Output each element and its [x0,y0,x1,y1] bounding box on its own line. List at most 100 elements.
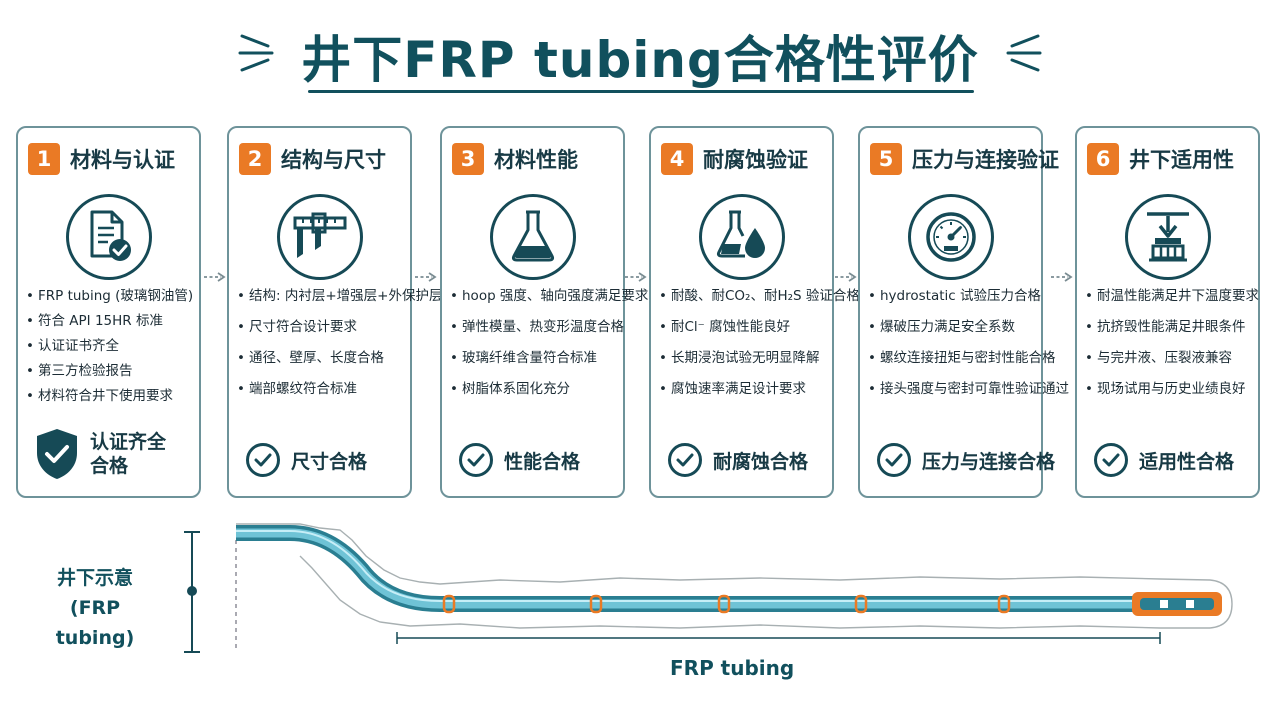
list-item: FRP tubing (玻璃钢油管) [26,288,200,304]
card-title: 井下适用性 [1129,148,1234,172]
criteria-list: FRP tubing (玻璃钢油管) 符合 API 15HR 标准 认证证书齐全… [26,288,200,413]
list-item: 弹性模量、热变形温度合格 [450,319,624,335]
schematic-label: 井下示意 (FRP tubing) [30,563,160,653]
list-item: 材料符合井下使用要求 [26,388,200,404]
shield-check-icon [37,429,77,479]
criteria-list: hydrostatic 试验压力合格 爆破压力满足安全系数 螺纹连接扭矩与密封性… [868,288,1069,412]
schematic-label-line1: 井下示意 [56,567,133,589]
flow-arrow-icon [835,272,857,282]
card-header: 2 结构与尺寸 [239,142,386,176]
card-material-performance: 3 材料性能 hoop 强度、轴向强度满足要求 弹性模量、热变形温度合格 玻璃纤… [440,126,648,498]
result-badge: 性能合格 [458,438,580,482]
tubing-connector [854,594,868,614]
criteria-list: 耐酸、耐CO₂、耐H₂S 验证合格 耐Cl⁻ 腐蚀性能良好 长期浸泡试验无明显降… [659,288,860,412]
list-item: 现场试用与历史业绩良好 [1085,381,1259,397]
document-check-icon [66,194,152,280]
flask-icon [490,194,576,280]
flow-arrow-icon [625,272,647,282]
list-item: 耐Cl⁻ 腐蚀性能良好 [659,319,833,335]
step-number-badge: 5 [870,143,902,175]
result-badge: 耐腐蚀合格 [667,438,808,482]
result-label: 性能合格 [504,450,581,473]
list-item: 耐酸、耐CO₂、耐H₂S 验证合格 [659,288,860,304]
left-burst-decoration-icon [238,34,274,72]
card-header: 3 材料性能 [452,142,578,176]
flow-arrow-icon [204,272,226,282]
card-title: 材料与认证 [70,148,175,172]
result-label: 适用性合格 [1139,450,1235,473]
result-badge: 适用性合格 [1093,438,1234,482]
step-number-badge: 3 [452,143,484,175]
list-item: 爆破压力满足安全系数 [868,319,1042,335]
result-label: 压力与连接合格 [922,450,1056,473]
pressure-gauge-icon [908,194,994,280]
step-number-badge: 2 [239,143,271,175]
check-circle-icon [459,443,493,477]
list-item: 长期浸泡试验无明显降解 [659,350,833,366]
header: 井下FRP tubing合格性评价 [0,12,1280,102]
list-item: hydrostatic 试验压力合格 [868,288,1042,304]
tubing-connector [589,594,603,614]
check-circle-icon [668,443,702,477]
tubing-connector [717,594,731,614]
step-number-badge: 4 [661,143,693,175]
tubing-connector [997,594,1011,614]
step-number-badge: 6 [1087,143,1119,175]
result-label: 尺寸合格 [291,450,368,473]
result-label: 认证齐全合格 [90,431,167,477]
caliper-icon [277,194,363,280]
list-item: 认证证书齐全 [26,338,200,354]
list-item: 腐蚀速率满足设计要求 [659,381,833,397]
result-label: 耐腐蚀合格 [713,450,809,473]
flask-drop-icon [699,194,785,280]
title-underline [308,90,974,93]
step-number-badge: 1 [28,143,60,175]
criteria-list: hoop 强度、轴向强度满足要求 弹性模量、热变形温度合格 玻璃纤维含量符合标准… [450,288,648,412]
check-circle-icon [1094,443,1128,477]
list-item: 螺纹连接扭矩与密封性能合格 [868,350,1056,366]
card-header: 1 材料与认证 [28,142,175,176]
downhole-schematic [184,523,1233,653]
card-header: 4 耐腐蚀验证 [661,142,808,176]
list-item: 结构: 内衬层+增强层+外保护层 [237,288,442,304]
list-item: hoop 强度、轴向强度满足要求 [450,288,648,304]
criteria-list: 耐温性能满足井下温度要求 抗挤毁性能满足井眼条件 与完井液、压裂液兼容 现场试用… [1085,288,1259,412]
result-badge: 压力与连接合格 [876,438,1055,482]
card-header: 5 压力与连接验证 [870,142,1059,176]
check-circle-icon [877,443,911,477]
list-item: 端部螺纹符合标准 [237,381,411,397]
list-item: 通径、壁厚、长度合格 [237,350,411,366]
card-title: 压力与连接验证 [912,148,1059,172]
wellbore-wall-upper [236,523,1233,629]
criteria-list: 结构: 内衬层+增强层+外保护层 尺寸符合设计要求 通径、壁厚、长度合格 端部螺… [237,288,442,412]
right-burst-decoration-icon [1006,34,1042,72]
flow-arrow-icon [1051,272,1073,282]
schematic-label-line2: (FRP tubing) [55,597,135,649]
result-badge: 认证齐全合格 [34,424,170,484]
list-item: 玻璃纤维含量符合标准 [450,350,624,366]
downhole-press-icon [1125,194,1211,280]
card-title: 耐腐蚀验证 [703,148,808,172]
list-item: 接头强度与密封可靠性验证通过 [868,381,1069,397]
list-item: 抗挤毁性能满足井眼条件 [1085,319,1259,335]
card-corrosion-verification: 4 耐腐蚀验证 耐酸、耐CO₂、耐H₂S 验证合格 耐Cl⁻ 腐蚀性能良好 长期… [649,126,860,498]
tubing-label: FRP tubing [670,656,795,680]
tubing-connector [442,594,456,614]
card-title: 材料性能 [494,148,578,172]
result-badge: 尺寸合格 [245,438,367,482]
card-pressure-connection: 5 压力与连接验证 hydrostatic 试验压力合格 爆破压力满足安全系数 … [858,126,1069,498]
card-header: 6 井下适用性 [1087,142,1234,176]
list-item: 尺寸符合设计要求 [237,319,411,335]
list-item: 树脂体系固化充分 [450,381,624,397]
card-materials-certification: 1 材料与认证 FRP tubing (玻璃钢油管) 符合 API 15HR 标… [16,126,201,498]
list-item: 耐温性能满足井下温度要求 [1085,288,1259,304]
card-title: 结构与尺寸 [281,148,386,172]
list-item: 符合 API 15HR 标准 [26,313,200,329]
list-item: 第三方检验报告 [26,363,200,379]
check-circle-icon [246,443,280,477]
card-downhole-applicability: 6 井下适用性 耐温性能满足井下温度要求 抗挤毁性能满足井眼条件 与完井液、压裂… [1075,126,1260,498]
card-structure-dimensions: 2 结构与尺寸 结构: 内衬层+增强层+外保护层 尺寸符合设计要求 通径、壁厚、… [227,126,442,498]
wellbore-wall-lower [299,555,1210,629]
page-title: 井下FRP tubing合格性评价 [301,31,979,89]
list-item: 与完井液、压裂液兼容 [1085,350,1259,366]
